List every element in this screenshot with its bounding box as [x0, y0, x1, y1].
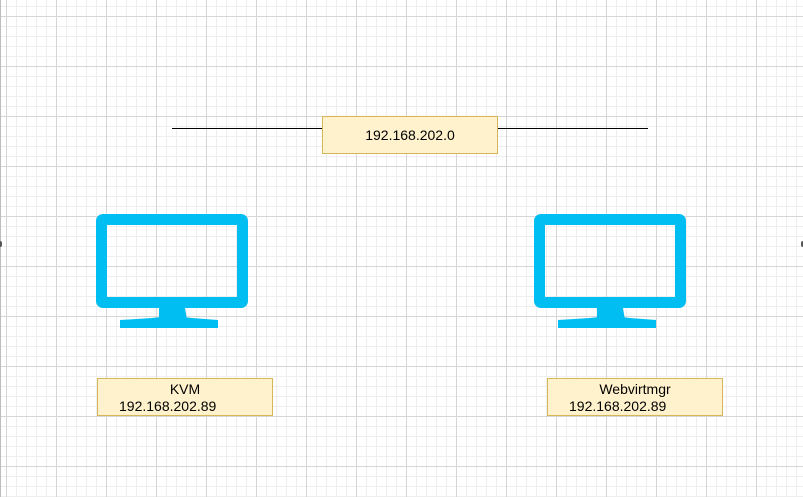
- webvirtmgr-host-name: Webvirtmgr: [599, 381, 671, 397]
- network-label: 192.168.202.0: [365, 127, 455, 143]
- kvm-host-name: KVM: [169, 381, 201, 397]
- webvirtmgr-host-ip: 192.168.202.89: [569, 398, 667, 414]
- canvas-left-border: [0, 0, 1, 497]
- monitor-icon: [96, 214, 248, 328]
- webvirtmgr-label-box[interactable]: Webvirtmgr 192.168.202.89: [547, 378, 723, 416]
- webvirtmgr-monitor-icon[interactable]: [534, 214, 686, 328]
- kvm-monitor-icon[interactable]: [96, 214, 248, 328]
- monitor-icon: [534, 214, 686, 328]
- kvm-label-box[interactable]: KVM 192.168.202.89: [97, 378, 273, 416]
- right-edge-handle[interactable]: [801, 241, 803, 247]
- left-edge-handle[interactable]: [0, 241, 2, 247]
- network-label-box[interactable]: 192.168.202.0: [322, 116, 498, 154]
- kvm-host-ip: 192.168.202.89: [119, 398, 217, 414]
